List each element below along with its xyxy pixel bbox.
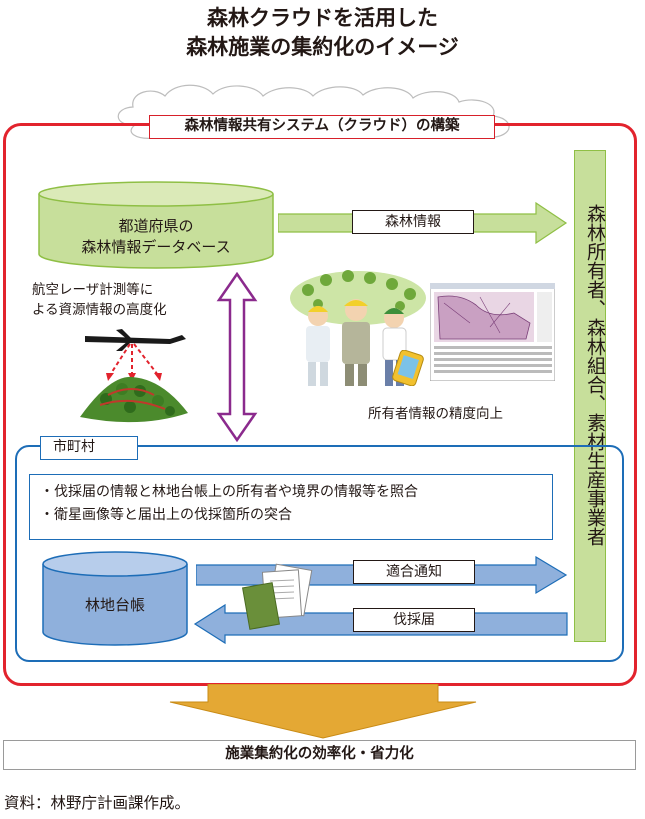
tablet-icon [392,350,424,386]
documents-icon [242,563,313,630]
prefecture-db-label: 都道府県の 森林情報データベース [37,216,275,258]
source-note: 資料：林野庁計画課作成。 [4,794,191,812]
forest-terrain-icon [80,376,188,423]
cloud-system-label: 森林情報共有システム（クラウド）の構築 [149,115,495,139]
forest-info-label: 森林情報 [352,210,474,234]
result-box: 施業集約化の効率化・省力化 [3,740,636,770]
municipality-info-box: ・伐採届の情報と林地台帳上の所有者や境界の情報等を照合 ・衛星画像等と届出上の伐… [29,474,553,540]
prefecture-database [38,181,274,269]
owner-precision-caption: 所有者情報の精度向上 [368,406,503,422]
municipality-frame [15,445,624,662]
municipality-info-item-1: ・伐採届の情報と林地台帳上の所有者や境界の情報等を照合 [40,484,418,500]
forest-ledger-database [42,551,188,646]
prefecture-db-line-1: 都道府県の [118,217,194,235]
airplane-icon [85,329,186,351]
title-line-1: 森林クラウドを活用した [207,6,438,30]
map-screen-icon [430,283,555,381]
conformity-notice-label: 適合通知 [353,560,475,584]
laser-caption: 航空レーザ計測等に よる資源情報の高度化 [32,280,167,320]
owners-label: 森林所有者、森林組合、素材生産事業者 [584,204,606,546]
people-icon [290,270,426,386]
owners-box [574,150,606,642]
laser-caption-line-2: よる資源情報の高度化 [32,302,167,318]
felling-notice-label: 伐採届 [353,608,475,632]
title-line-2: 森林施業の集約化のイメージ [186,35,459,59]
forest-ledger-label: 林地台帳 [84,596,145,614]
bidirectional-arrow [216,272,258,442]
municipality-label: 市町村 [40,436,138,460]
municipality-info-item-2: ・衛星画像等と届出上の伐採箇所の突合 [40,507,292,523]
result-arrow [169,684,477,739]
airplane-laser-illustration [80,329,188,423]
prefecture-db-line-2: 森林情報データベース [81,238,231,256]
laser-caption-line-1: 航空レーザ計測等に [32,282,154,298]
